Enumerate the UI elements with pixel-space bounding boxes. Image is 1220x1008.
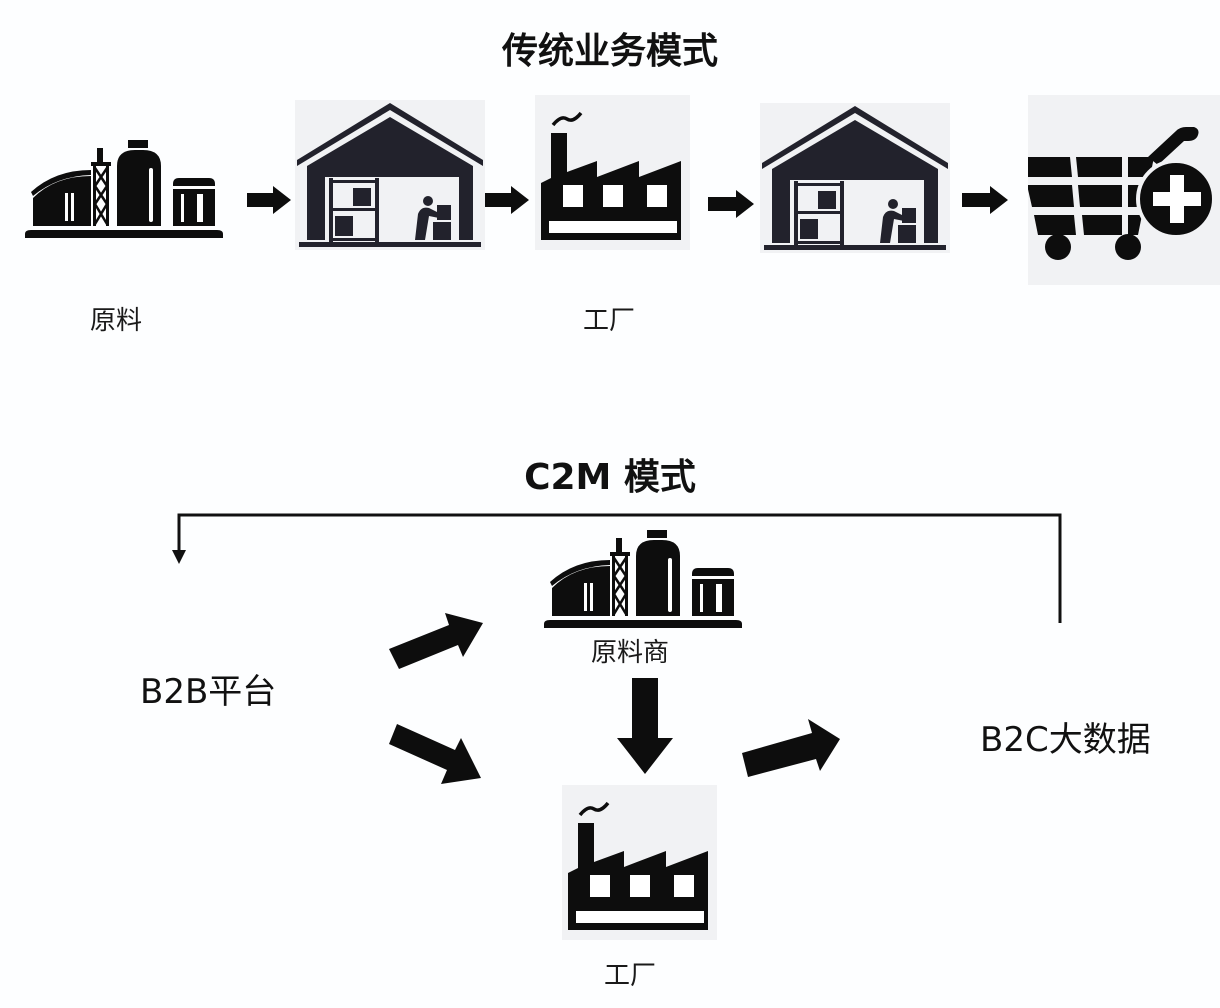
factory-label: 工厂 (583, 306, 636, 336)
raw-material-plant-icon (25, 138, 225, 240)
c2m-title: C2M 模式 (524, 457, 696, 498)
b2c-big-data-label: B2C大数据 (980, 720, 1151, 760)
factory-icon (535, 95, 690, 250)
feedback-loop-arrow (160, 508, 1070, 628)
arrow-right-icon (247, 186, 291, 214)
b2b-platform-label: B2B平台 (140, 672, 277, 712)
c2m-factory-label: 工厂 (604, 961, 657, 991)
arrow-right-icon (708, 190, 754, 218)
raw-material-label: 原料 (90, 306, 143, 336)
arrow-up-right-icon (385, 605, 485, 675)
warehouse-icon (760, 103, 950, 253)
factory-icon (562, 785, 717, 940)
warehouse-icon (295, 100, 485, 250)
arrow-right-icon (962, 186, 1008, 214)
arrow-right-up-icon (740, 715, 845, 780)
shopping-cart-add-icon (1028, 95, 1220, 285)
arrow-right-icon (485, 186, 529, 214)
traditional-title: 传统业务模式 (501, 31, 718, 72)
raw-material-supplier-icon (544, 528, 744, 630)
arrow-down-icon (615, 678, 675, 778)
arrow-down-right-icon (385, 720, 485, 790)
supplier-label: 原料商 (591, 638, 670, 668)
